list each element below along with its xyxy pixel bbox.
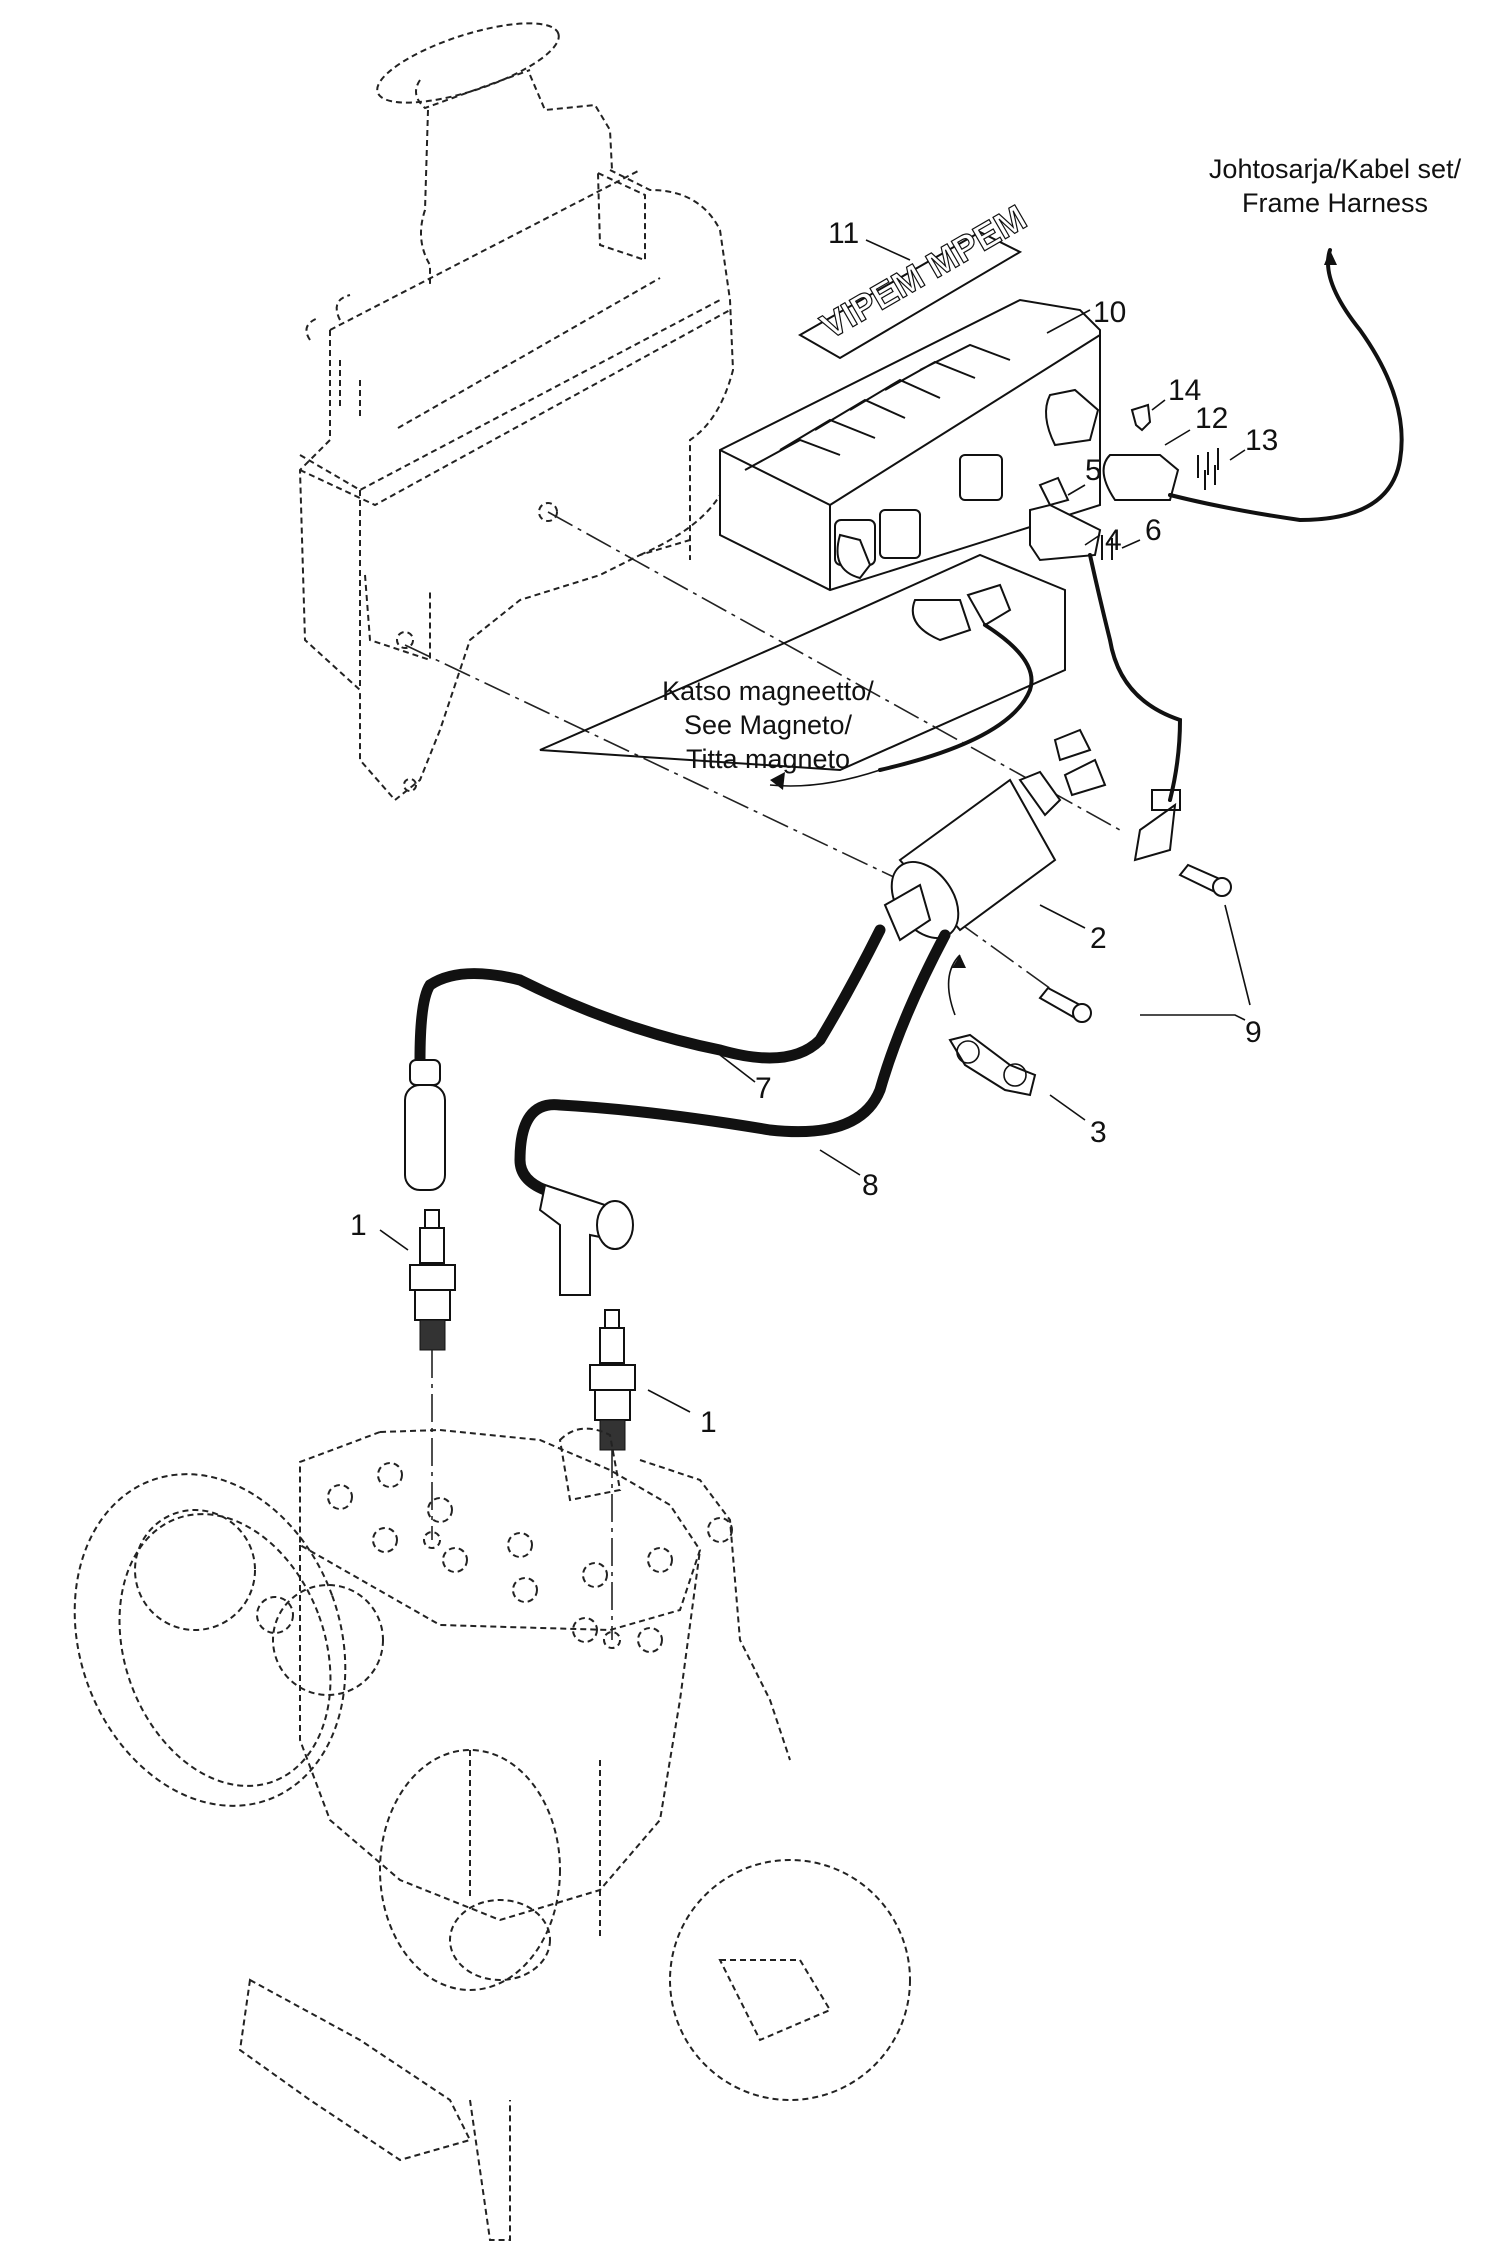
magneto-line-3: Titta magneto (686, 744, 850, 774)
harness-arrow-icon (1324, 250, 1337, 265)
spark-plug-left (409, 1209, 456, 1351)
frame-harness-note: Johtosarja/Kabel set/ Frame Harness (1209, 154, 1462, 218)
clip-arrow-icon (952, 955, 966, 968)
frame-harness-line-1: Johtosarja/Kabel set/ (1209, 154, 1462, 184)
callout-4: 4 (1105, 524, 1122, 557)
magneto-note: Katso magneetto/ See Magneto/ Titta magn… (662, 676, 874, 774)
mpem-module (719, 298, 1101, 592)
clip-arrow (947, 954, 961, 1016)
centerline (547, 511, 1121, 831)
magneto-reference-box (539, 553, 1066, 772)
callout-3: 3 (1090, 1116, 1107, 1149)
callout-11: 11 (828, 217, 859, 250)
connector-group (1029, 248, 1404, 862)
oil-tank (298, 22, 735, 801)
ignition-coil (883, 770, 1062, 942)
callout-9: 9 (1245, 1016, 1262, 1049)
high-tension-cable-right (514, 929, 951, 1196)
callout-1-right: 1 (700, 1406, 717, 1439)
callout-10: 10 (1093, 296, 1126, 329)
callout-6: 6 (1145, 514, 1162, 547)
magneto-line-1: Katso magneetto/ (662, 676, 874, 706)
callout-2: 2 (1090, 922, 1107, 955)
cable-clip (948, 1033, 1037, 1097)
callout-5: 5 (1085, 454, 1102, 487)
callout-7: 7 (755, 1072, 772, 1105)
harness-connector (1102, 454, 1180, 501)
magneto-arrow-icon (770, 772, 785, 790)
callout-14: 14 (1168, 374, 1201, 407)
callout-13: 13 (1245, 424, 1278, 457)
callout-leaders (379, 239, 1251, 1413)
harness-terminals (1197, 448, 1219, 490)
coil-screws (1038, 863, 1232, 1023)
callout-1-left: 1 (350, 1209, 367, 1242)
callout-12: 12 (1195, 402, 1228, 435)
callout-8: 8 (862, 1169, 879, 1202)
engine (73, 1427, 911, 2241)
connector-lock (1038, 476, 1070, 507)
plug-cap-right (538, 1183, 634, 1296)
spark-plug-right (589, 1309, 636, 1451)
plug-cap-left (404, 1059, 446, 1191)
high-tension-cable-left (414, 924, 886, 1066)
connector-retainer (1130, 403, 1152, 432)
magneto-connectors (769, 583, 1034, 787)
terminal-pins (1101, 535, 1113, 560)
connector-housing (1029, 503, 1102, 562)
magneto-line-2: See Magneto/ (684, 710, 853, 740)
frame-harness-line-2: Frame Harness (1242, 188, 1428, 218)
